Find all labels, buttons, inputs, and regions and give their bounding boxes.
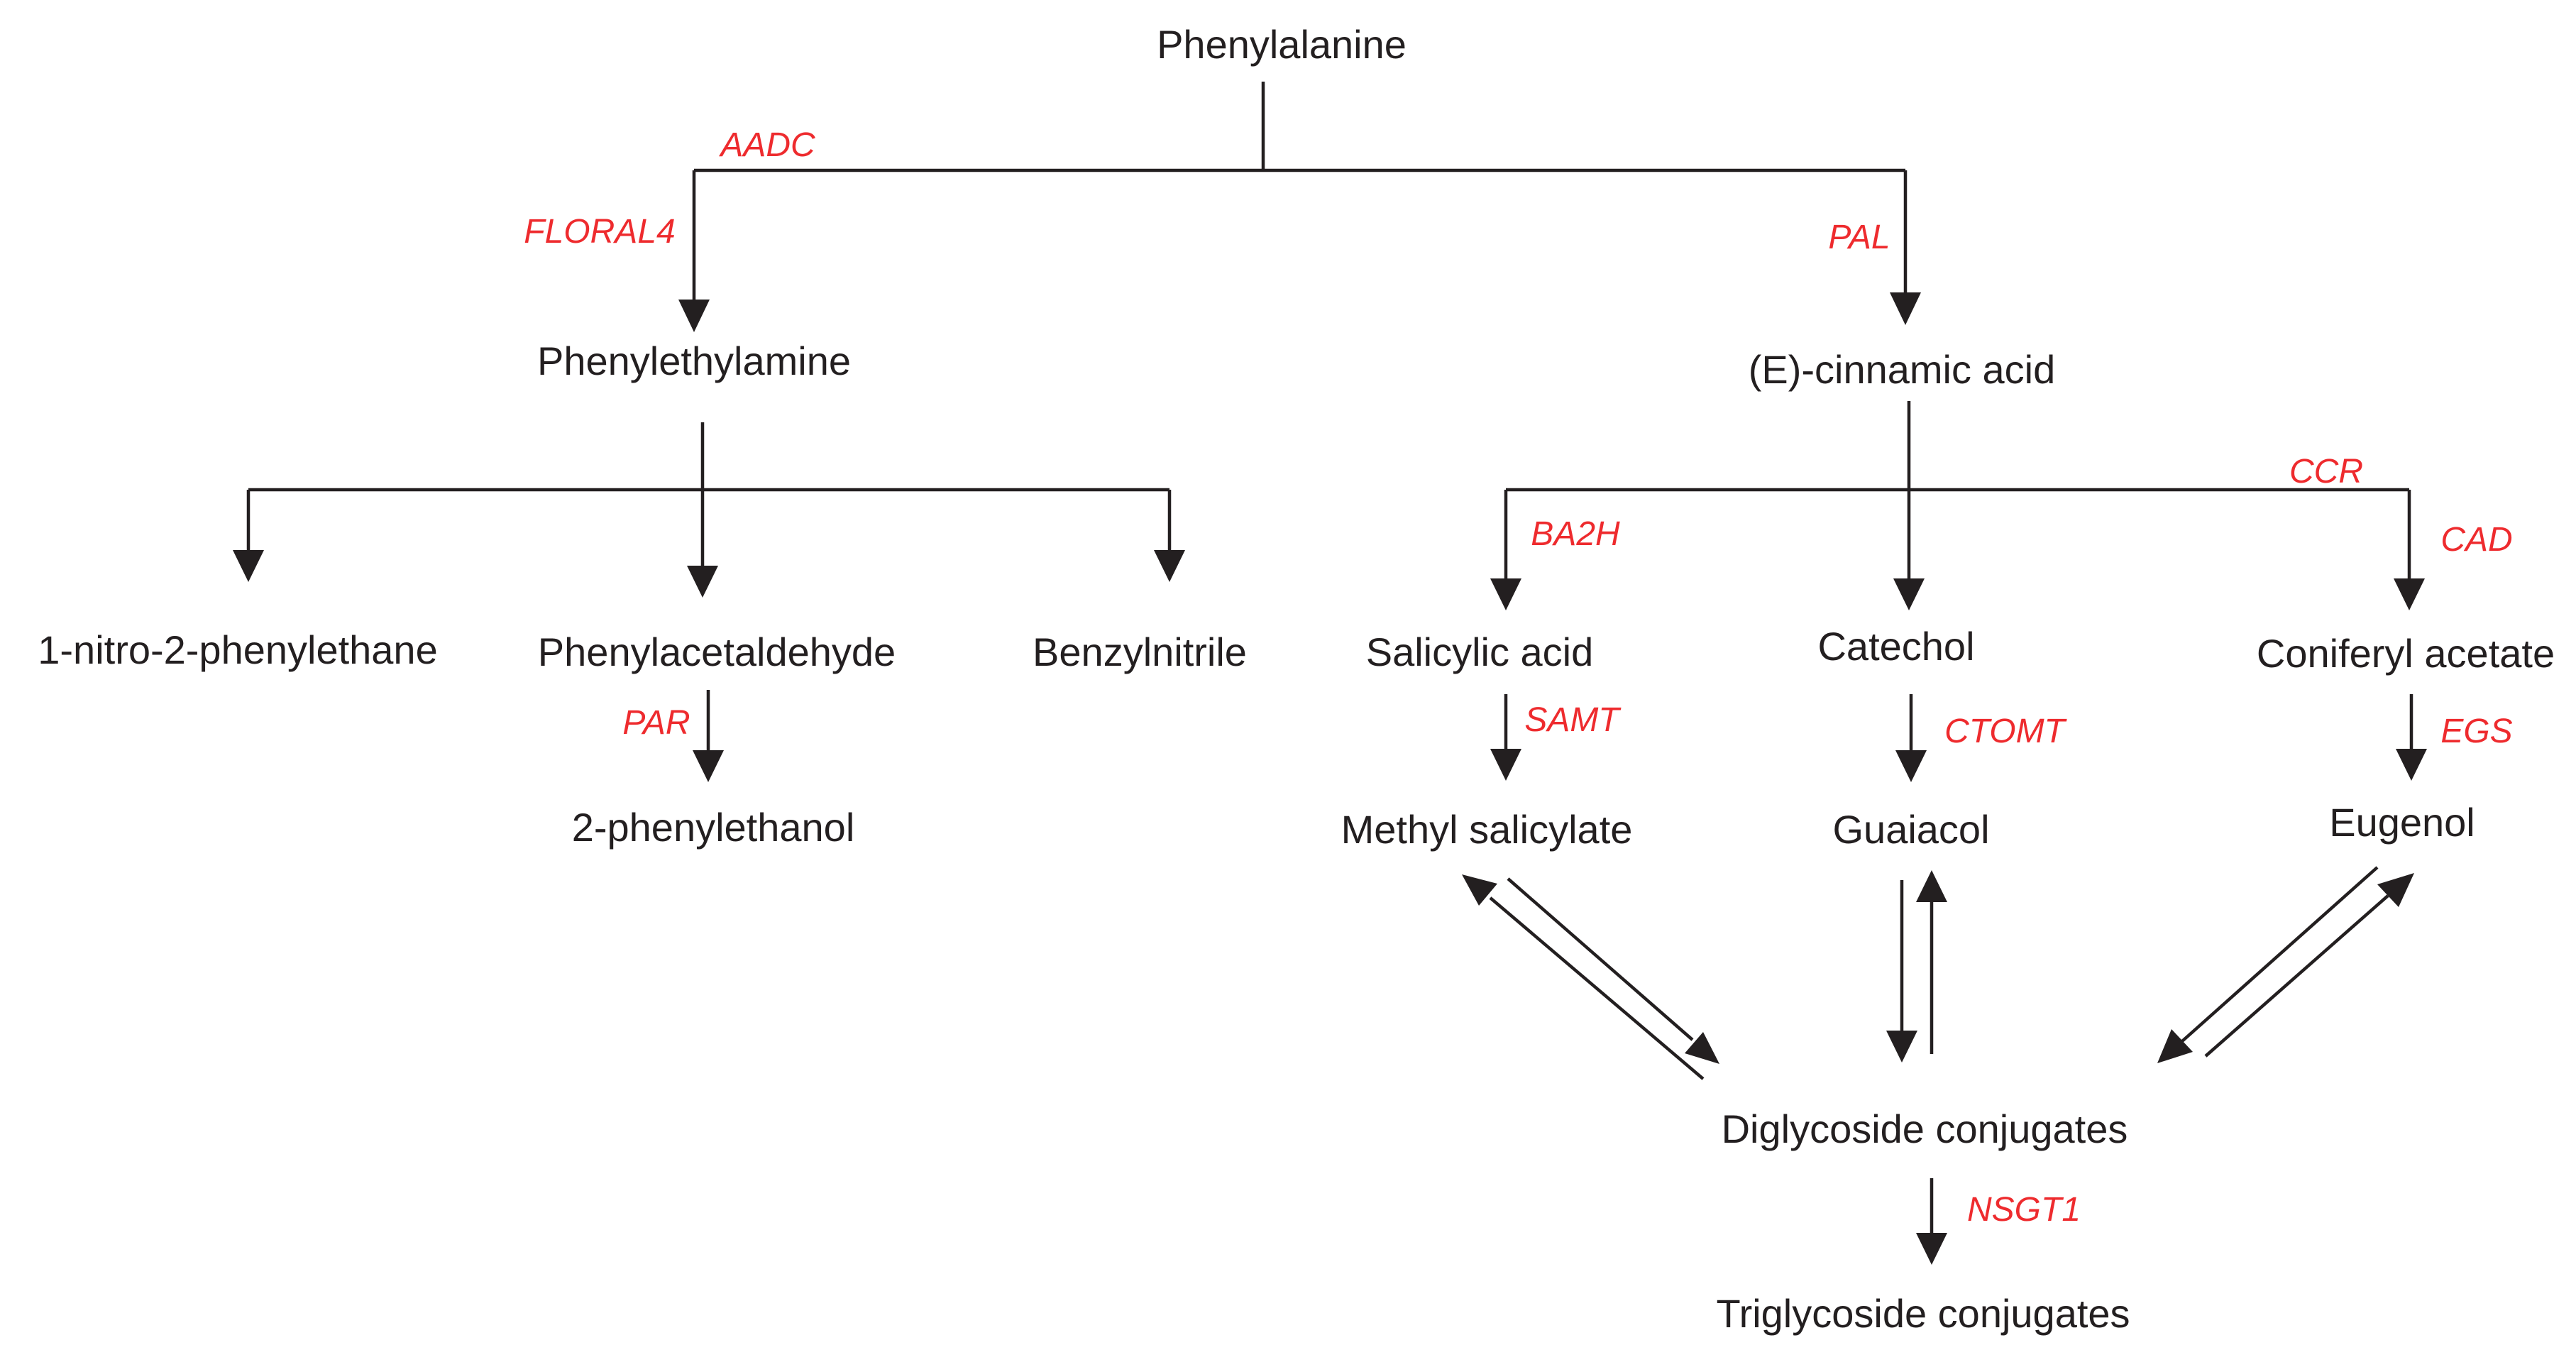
compound-coniferyl-acetate: Coniferyl acetate bbox=[2257, 631, 2555, 676]
arrowhead-methyl-from-diglycoside bbox=[1462, 874, 1497, 906]
arrowhead-diglycoside-from-guaiacol bbox=[1886, 1031, 1917, 1063]
arrowhead-eugenol bbox=[2396, 749, 2427, 781]
enzyme-par: PAR bbox=[622, 704, 690, 742]
enzyme-aadc: AADC bbox=[718, 126, 815, 164]
enzyme-ba2h: BA2H bbox=[1531, 515, 1620, 553]
arrowhead-eugenol-from-diglycoside bbox=[2377, 873, 2414, 907]
compound-diglycoside-conjugates: Diglycoside conjugates bbox=[1722, 1107, 2128, 1151]
arrowhead-phenylethylamine bbox=[678, 300, 710, 332]
arrowhead-methyl-salicylate bbox=[1490, 749, 1521, 781]
edge-eugenol-to-diglycoside bbox=[2181, 866, 2379, 1043]
arrowhead-guaiacol-from-diglycoside bbox=[1916, 870, 1947, 902]
enzyme-samt: SAMT bbox=[1524, 701, 1622, 739]
enzyme-pal: PAL bbox=[1828, 219, 1890, 256]
enzyme-floral4: FLORAL4 bbox=[524, 213, 675, 251]
compound-eugenol: Eugenol bbox=[2329, 800, 2475, 845]
compound-triglycoside-conjugates: Triglycoside conjugates bbox=[1716, 1291, 2130, 1336]
enzyme-cad: CAD bbox=[2440, 521, 2512, 559]
arrowhead-triglycoside bbox=[1916, 1233, 1947, 1265]
enzyme-nsgt1: NSGT1 bbox=[1967, 1191, 2081, 1229]
arrowhead-benzylnitrile bbox=[1154, 550, 1185, 582]
compound-phenylalanine: Phenylalanine bbox=[1157, 22, 1407, 67]
compound-guaiacol: Guaiacol bbox=[1832, 807, 1989, 852]
arrowhead-nitro bbox=[233, 550, 264, 582]
compound-phenylethanol: 2-phenylethanol bbox=[572, 805, 855, 850]
arrowhead-salicylic bbox=[1490, 578, 1521, 610]
compound-phenylethylamine: Phenylethylamine bbox=[537, 339, 851, 383]
edge-methyl-to-diglycoside bbox=[1507, 877, 1694, 1041]
arrowhead-diglycoside-from-methyl bbox=[1685, 1032, 1719, 1064]
edge-diglycoside-to-methyl bbox=[1489, 896, 1705, 1080]
arrowhead-catechol bbox=[1893, 578, 1925, 610]
compound-nitro-phenylethane: 1-nitro-2-phenylethane bbox=[38, 627, 437, 672]
compound-cinnamic-acid: (E)-cinnamic acid bbox=[1749, 347, 2056, 392]
arrowhead-diglycoside-from-eugenol bbox=[2157, 1029, 2193, 1063]
enzyme-ctomt: CTOMT bbox=[1944, 713, 2067, 750]
enzyme-egs: EGS bbox=[2440, 713, 2512, 750]
arrowhead-coniferyl bbox=[2394, 578, 2425, 610]
arrowhead-guaiacol bbox=[1895, 750, 1927, 782]
enzyme-ccr: CCR bbox=[2289, 453, 2363, 490]
edge-diglycoside-to-eugenol bbox=[2204, 894, 2389, 1058]
compound-labels: Phenylalanine Phenylethylamine (E)-cinna… bbox=[38, 22, 2555, 1336]
compound-methyl-salicylate: Methyl salicylate bbox=[1341, 807, 1633, 852]
pathway-edges bbox=[233, 82, 2427, 1265]
compound-salicylic-acid: Salicylic acid bbox=[1366, 630, 1594, 674]
enzyme-labels: AADC FLORAL4 PAL PAR BA2H CCR CAD SAMT C… bbox=[524, 126, 2512, 1229]
compound-catechol: Catechol bbox=[1817, 624, 1974, 669]
compound-benzylnitrile: Benzylnitrile bbox=[1033, 630, 1247, 674]
arrowhead-phenylethanol bbox=[693, 750, 724, 782]
arrowhead-cinnamic-acid bbox=[1890, 292, 1921, 325]
compound-phenylacetaldehyde: Phenylacetaldehyde bbox=[538, 630, 896, 674]
arrowhead-phenylacetaldehyde bbox=[687, 566, 718, 598]
